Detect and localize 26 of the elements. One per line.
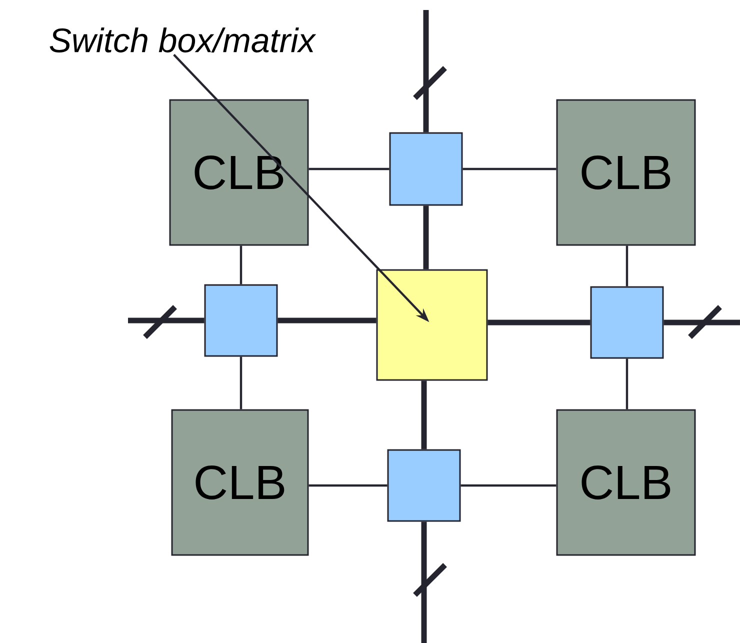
wire [626,358,628,410]
bus-line [128,318,204,324]
logic-block: CLB [556,409,696,556]
wire [308,484,388,487]
wire [308,168,390,170]
bus-line [421,380,427,450]
wire [462,168,556,170]
logic-block: CLB [171,409,309,556]
wire [240,356,242,410]
connection-box [387,449,461,522]
connection-box [389,132,463,206]
wire [626,246,628,286]
bus-line [423,206,429,270]
connection-box [204,284,278,357]
leader-text: Switch box/matrix [50,28,316,52]
bus-line [488,320,590,326]
wire [460,484,556,487]
bus-line [423,10,429,132]
logic-block: CLB [169,99,309,246]
bus-line [421,522,427,643]
switch-box [376,269,488,381]
wire [240,246,242,284]
bus-line [278,318,376,324]
connection-box [590,286,664,359]
logic-block: CLB [556,99,696,246]
bus-line [664,320,740,326]
